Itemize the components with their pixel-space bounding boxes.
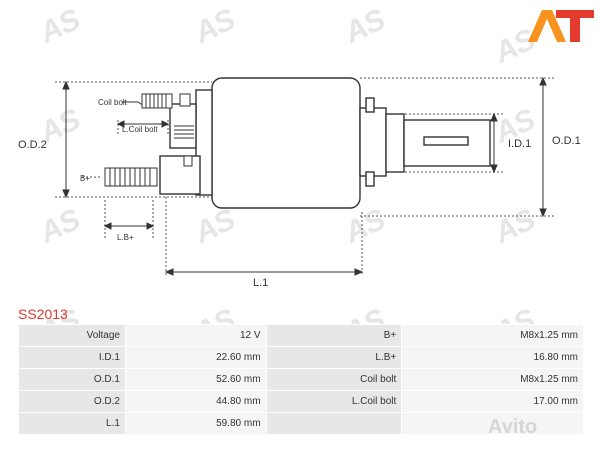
table-row: I.D.1 22.60 mm L.B+ 16.80 mm xyxy=(18,346,584,369)
spec-label: I.D.1 xyxy=(18,346,126,369)
spec-value: 44.80 mm xyxy=(124,390,267,413)
spec-value: 12 V xyxy=(124,324,267,347)
spec-value: M8x1.25 mm xyxy=(401,368,584,391)
spec-label: B+ xyxy=(265,324,403,347)
id1-label: I.D.1 xyxy=(508,138,531,150)
brand-logo xyxy=(528,10,594,42)
table-row: O.D.2 44.80 mm L.Coil bolt 17.00 mm xyxy=(18,390,584,413)
watermark-logo: AS xyxy=(339,3,390,50)
brand-logo-t xyxy=(556,10,594,42)
avito-watermark: Avito xyxy=(488,416,538,438)
spec-value: 16.80 mm xyxy=(401,346,584,369)
spec-label: L.1 xyxy=(18,412,126,435)
table-row: O.D.1 52.60 mm Coil bolt M8x1.25 mm xyxy=(18,368,584,391)
coil-bolt-label: Coil bolt xyxy=(98,98,128,107)
spec-value: M8x1.25 mm xyxy=(401,324,584,347)
spec-value: 17.00 mm xyxy=(401,390,584,413)
spec-table: Voltage 12 V B+ M8x1.25 mm I.D.1 22.60 m… xyxy=(18,324,584,435)
od2-label: O.D.2 xyxy=(18,139,47,151)
lb-plus-label: L.B+ xyxy=(117,233,134,242)
solenoid-diagram: O.D.2 O.D.1 I.D.1 L.1 L.B+ B+ Coil bolt … xyxy=(18,76,581,289)
spec-label xyxy=(265,412,403,435)
l-coil-bolt-label: L.Coil bolt xyxy=(122,125,158,134)
watermark-logo: AS xyxy=(34,3,85,50)
spec-value: 52.60 mm xyxy=(124,368,267,391)
spec-value xyxy=(401,412,584,435)
table-row: Voltage 12 V B+ M8x1.25 mm xyxy=(18,324,584,347)
b-plus-label: B+ xyxy=(80,174,90,183)
part-code: SS2013 xyxy=(18,306,68,322)
l1-label: L.1 xyxy=(253,277,268,289)
od1-label: O.D.1 xyxy=(552,135,581,147)
spec-label: Voltage xyxy=(18,324,126,347)
table-row: L.1 59.80 mm xyxy=(18,412,584,435)
spec-label: L.B+ xyxy=(265,346,403,369)
spec-label: Coil bolt xyxy=(265,368,403,391)
watermark-logo: AS xyxy=(189,3,240,50)
spec-value: 59.80 mm xyxy=(124,412,267,435)
spec-label: O.D.2 xyxy=(18,390,126,413)
brand-logo-a xyxy=(528,10,566,42)
spec-label: L.Coil bolt xyxy=(265,390,403,413)
spec-label: O.D.1 xyxy=(18,368,126,391)
spec-value: 22.60 mm xyxy=(124,346,267,369)
